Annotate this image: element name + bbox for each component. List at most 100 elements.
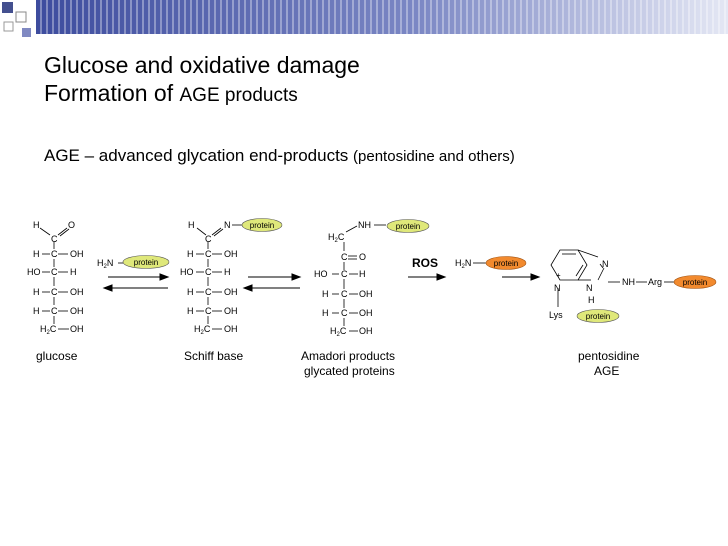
atom-oh: OH <box>70 324 84 334</box>
atom-h: H <box>224 267 231 277</box>
header-stripe <box>352 0 354 34</box>
header-stripe <box>268 0 270 34</box>
header-stripe <box>466 0 468 34</box>
atom-h: H <box>359 269 366 279</box>
header-stripe <box>118 0 120 34</box>
atom-oh: OH <box>224 249 238 259</box>
atom-o: O <box>68 220 75 230</box>
header-stripe <box>502 0 504 34</box>
protein-label: protein <box>134 258 158 267</box>
header-stripe <box>490 0 492 34</box>
reaction-diagram: H O C H C OH HO C H H C OH H C OH H2C OH… <box>27 218 717 338</box>
atom-n: N <box>602 259 609 269</box>
header-stripe <box>484 0 486 34</box>
header-stripe <box>682 0 684 34</box>
caption-amadori-products: Amadori products <box>301 349 396 363</box>
header-stripe <box>424 0 426 34</box>
title-line-1: Glucose and oxidative damage <box>44 52 360 78</box>
header-stripe <box>592 0 594 34</box>
header-stripe <box>250 0 252 34</box>
header-stripe <box>454 0 456 34</box>
h2n-label: H2N <box>97 258 113 270</box>
atom-c: C <box>205 267 212 277</box>
amadori-structure: NH protein H2C C O HO C H H C OH H C OH … <box>314 220 420 338</box>
header-stripe <box>460 0 462 34</box>
atom-c: C <box>205 234 212 244</box>
header-stripe <box>394 0 396 34</box>
header-stripe <box>130 0 132 34</box>
protein-oval-1 <box>122 255 170 269</box>
header-stripe <box>370 0 372 34</box>
caption-glucose: glucose <box>36 349 78 363</box>
header-stripe <box>700 0 702 34</box>
header-stripe <box>550 0 552 34</box>
header-stripe <box>274 0 276 34</box>
header-stripe <box>172 0 174 34</box>
atom-h: H <box>33 287 40 297</box>
header-stripe <box>112 0 114 34</box>
header-stripe <box>286 0 288 34</box>
header-stripe <box>88 0 90 34</box>
header-stripe <box>64 0 66 34</box>
header-stripe <box>622 0 624 34</box>
header-stripe <box>346 0 348 34</box>
header-stripe <box>556 0 558 34</box>
header-pattern-graphic <box>2 0 728 37</box>
header-stripe <box>568 0 570 34</box>
caption-schiff-base: Schiff base <box>184 349 244 363</box>
atom-n: N <box>586 283 593 293</box>
atom-c: C <box>51 249 58 259</box>
header-stripe <box>586 0 588 34</box>
header-stripe <box>442 0 444 34</box>
atom-c: C <box>205 306 212 316</box>
caption-glycated-proteins: glycated proteins <box>304 364 395 378</box>
header-stripe <box>616 0 618 34</box>
atom-h: H <box>322 289 329 299</box>
lys-label: Lys <box>549 310 563 320</box>
header-stripe <box>430 0 432 34</box>
atom-oh: OH <box>70 249 84 259</box>
protein-label: protein <box>683 278 707 287</box>
header-stripe <box>406 0 408 34</box>
atom-c: C <box>205 287 212 297</box>
reaction-arrows <box>102 273 541 292</box>
atom-oh: OH <box>70 306 84 316</box>
header-stripe <box>526 0 528 34</box>
atom-h: H <box>187 306 194 316</box>
header-stripe <box>334 0 336 34</box>
header-stripe <box>658 0 660 34</box>
title-line-2: Formation of AGE products <box>44 80 298 109</box>
caption-pentosidine: pentosidine <box>578 349 640 363</box>
header-stripe <box>322 0 324 34</box>
header-stripe <box>670 0 672 34</box>
header-stripe <box>436 0 438 34</box>
header-stripe <box>694 0 696 34</box>
atom-oh: OH <box>70 287 84 297</box>
header-stripe <box>100 0 102 34</box>
header-stripe <box>676 0 678 34</box>
header-stripe <box>664 0 666 34</box>
header-stripe <box>652 0 654 34</box>
protein-label: protein <box>586 312 610 321</box>
header-stripe <box>598 0 600 34</box>
header-stripe <box>448 0 450 34</box>
header-stripe <box>298 0 300 34</box>
atom-c: C <box>51 306 58 316</box>
header-stripe <box>70 0 72 34</box>
header-stripe <box>382 0 384 34</box>
atom-h2c: H2C <box>40 324 57 336</box>
header-stripe <box>178 0 180 34</box>
atom-h: H <box>187 287 194 297</box>
header-stripe <box>202 0 204 34</box>
atom-oh: OH <box>359 326 373 336</box>
protein-oval-5 <box>673 275 717 289</box>
header-stripe <box>280 0 282 34</box>
header-stripe <box>580 0 582 34</box>
header-stripe <box>316 0 318 34</box>
h2n-label: H2N <box>455 258 471 270</box>
header-stripe <box>478 0 480 34</box>
header-stripe <box>508 0 510 34</box>
header-stripe <box>340 0 342 34</box>
atom-h: H <box>70 267 77 277</box>
header-stripe <box>646 0 648 34</box>
